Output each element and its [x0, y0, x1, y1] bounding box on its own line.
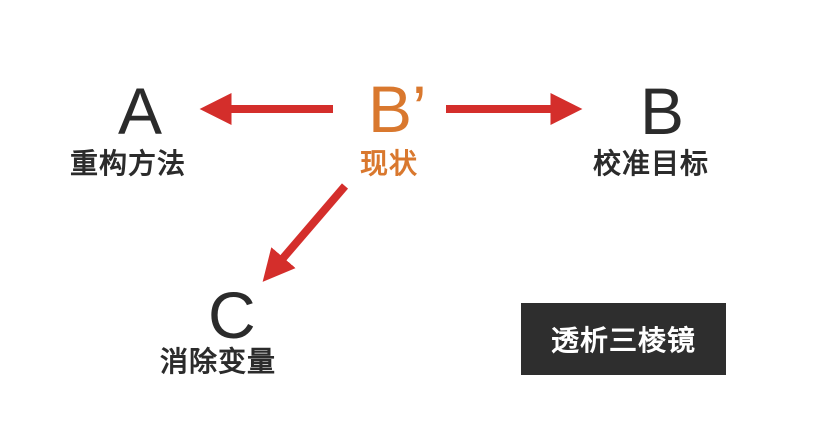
node-b-prime-label: 现状	[360, 147, 419, 180]
node-b-letter: B	[640, 74, 685, 148]
node-b-label: 校准目标	[593, 147, 710, 180]
node-c-label: 消除变量	[160, 345, 277, 378]
prism-badge-label: 透析三棱镜	[550, 324, 696, 357]
node-b-prime-letter: B’	[368, 72, 427, 146]
node-a-label: 重构方法	[70, 147, 187, 180]
node-c-letter: C	[208, 278, 256, 352]
arrow-to-c	[262, 183, 349, 282]
prism-badge: 透析三棱镜	[521, 303, 726, 375]
node-a-letter: A	[118, 74, 163, 148]
